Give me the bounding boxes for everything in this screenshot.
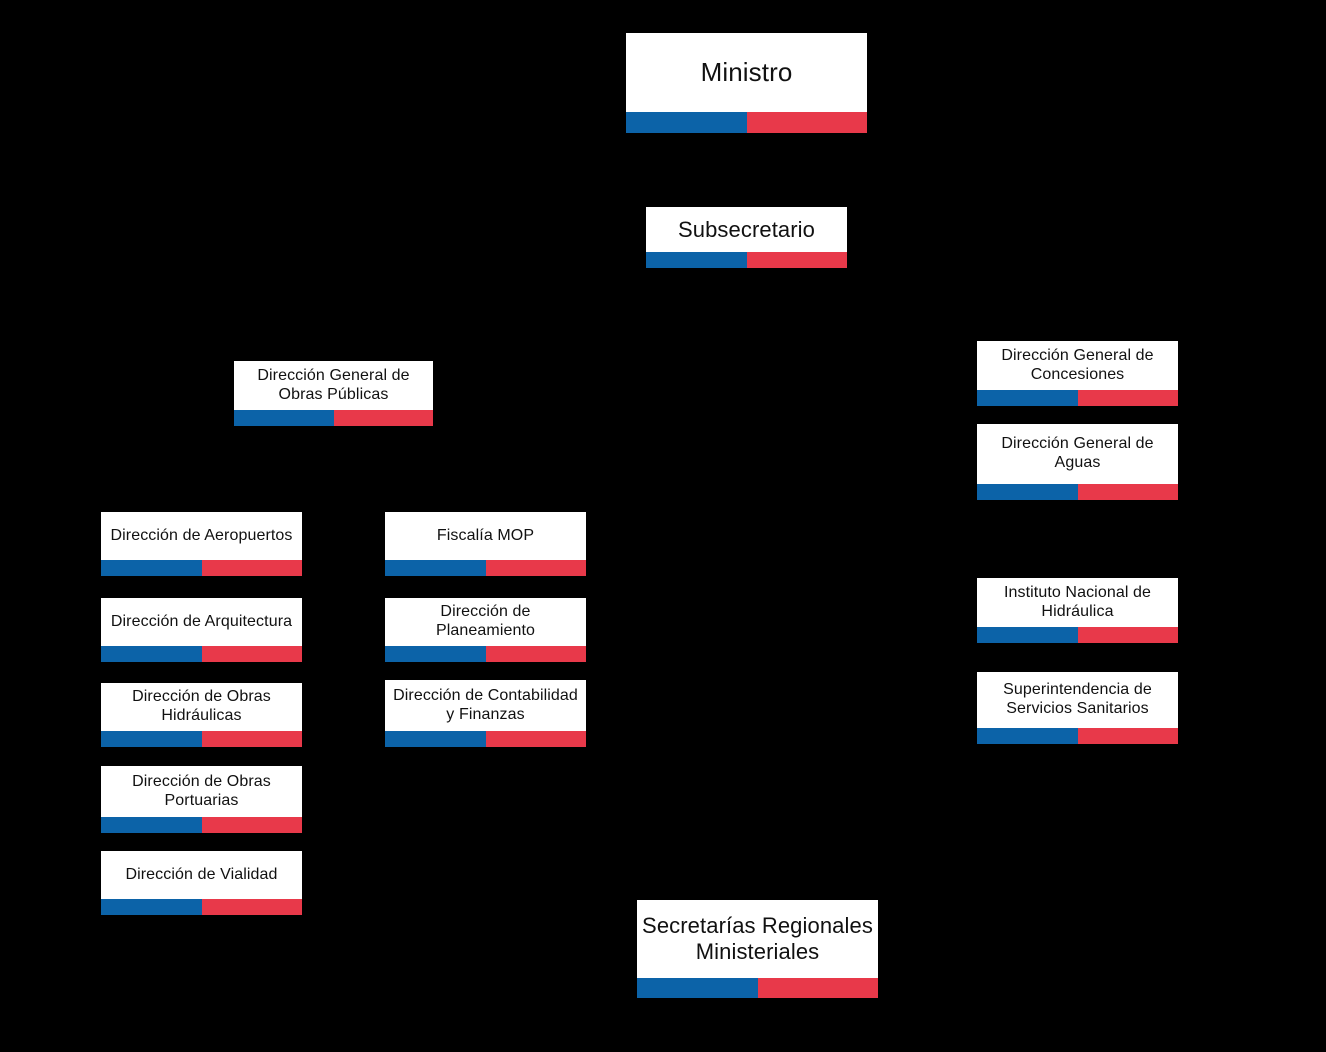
org-node-direccion-vialidad[interactable]: Dirección de Vialidad	[101, 851, 302, 915]
flag-bar-superintendencia-servicios-sanitarios	[977, 728, 1178, 744]
flag-blue-segment-icon	[646, 252, 747, 268]
flag-bar-direccion-obras-hidraulicas	[101, 731, 302, 747]
org-node-direccion-general-concesiones[interactable]: Dirección General de Concesiones	[977, 341, 1178, 406]
org-node-subsecretario[interactable]: Subsecretario	[646, 207, 847, 268]
flag-bar-direccion-general-obras-publicas	[234, 410, 433, 426]
flag-bar-fiscalia-mop	[385, 560, 586, 576]
org-node-fiscalia-mop[interactable]: Fiscalía MOP	[385, 512, 586, 576]
org-node-label-direccion-obras-portuarias: Dirección de Obras Portuarias	[132, 772, 271, 809]
org-node-direccion-general-aguas[interactable]: Dirección General de Aguas	[977, 424, 1178, 500]
org-node-direccion-general-obras-publicas[interactable]: Dirección General de Obras Públicas	[234, 361, 433, 426]
flag-red-segment-icon	[485, 560, 586, 576]
org-node-label-ministro: Ministro	[700, 57, 793, 88]
org-node-label-direccion-general-aguas: Dirección General de Aguas	[1001, 435, 1154, 471]
flag-bar-direccion-general-concesiones	[977, 390, 1178, 406]
org-node-label-instituto-nacional-hidraulica: Instituto Nacional de Hidráulica	[1003, 583, 1152, 620]
flag-red-segment-icon	[1077, 390, 1178, 406]
flag-bar-secretarias-regionales-ministeriales	[637, 978, 878, 998]
org-node-label-superintendencia-servicios-sanitarios: Superintendencia de Servicios Sanitarios	[1003, 681, 1152, 717]
org-node-direccion-aeropuertos[interactable]: Dirección de Aeropuertos	[101, 512, 302, 576]
flag-blue-segment-icon	[101, 899, 202, 915]
flag-blue-segment-icon	[101, 731, 202, 747]
org-node-label-direccion-arquitectura: Dirección de Arquitectura	[110, 612, 293, 630]
org-node-label-secretarias-regionales-ministeriales: Secretarías Regionales Ministeriales	[642, 913, 873, 964]
org-node-label-direccion-general-concesiones: Dirección General de Concesiones	[1001, 346, 1154, 383]
flag-red-segment-icon	[201, 817, 302, 833]
flag-red-segment-icon	[201, 899, 302, 915]
flag-bar-direccion-obras-portuarias	[101, 817, 302, 833]
flag-blue-segment-icon	[385, 731, 486, 747]
flag-blue-segment-icon	[101, 817, 202, 833]
flag-red-segment-icon	[201, 560, 302, 576]
org-node-label-direccion-aeropuertos: Dirección de Aeropuertos	[110, 526, 293, 544]
org-node-direccion-obras-hidraulicas[interactable]: Dirección de Obras Hidráulicas	[101, 683, 302, 747]
flag-blue-segment-icon	[101, 560, 202, 576]
org-node-label-direccion-contabilidad-finanzas: Dirección de Contabilidad y Finanzas	[393, 686, 578, 723]
flag-bar-ministro	[626, 112, 867, 133]
flag-red-segment-icon	[746, 112, 867, 133]
org-node-label-fiscalia-mop: Fiscalía MOP	[436, 526, 535, 544]
org-node-direccion-planeamiento[interactable]: Dirección de Planeamiento	[385, 598, 586, 662]
flag-red-segment-icon	[333, 410, 433, 426]
org-node-direccion-obras-portuarias[interactable]: Dirección de Obras Portuarias	[101, 766, 302, 833]
flag-blue-segment-icon	[977, 627, 1078, 643]
flag-bar-direccion-contabilidad-finanzas	[385, 731, 586, 747]
flag-blue-segment-icon	[234, 410, 334, 426]
org-node-ministro[interactable]: Ministro	[626, 33, 867, 133]
flag-red-segment-icon	[1077, 728, 1178, 744]
org-node-direccion-arquitectura[interactable]: Dirección de Arquitectura	[101, 598, 302, 662]
flag-blue-segment-icon	[977, 390, 1078, 406]
org-node-direccion-contabilidad-finanzas[interactable]: Dirección de Contabilidad y Finanzas	[385, 680, 586, 747]
flag-blue-segment-icon	[101, 646, 202, 662]
flag-red-segment-icon	[485, 646, 586, 662]
flag-blue-segment-icon	[385, 560, 486, 576]
flag-bar-direccion-planeamiento	[385, 646, 586, 662]
flag-blue-segment-icon	[637, 978, 758, 998]
flag-blue-segment-icon	[385, 646, 486, 662]
flag-bar-direccion-vialidad	[101, 899, 302, 915]
flag-bar-direccion-aeropuertos	[101, 560, 302, 576]
flag-blue-segment-icon	[977, 484, 1078, 500]
flag-red-segment-icon	[201, 731, 302, 747]
flag-red-segment-icon	[201, 646, 302, 662]
flag-bar-direccion-arquitectura	[101, 646, 302, 662]
org-node-label-direccion-vialidad: Dirección de Vialidad	[125, 865, 278, 883]
flag-bar-instituto-nacional-hidraulica	[977, 627, 1178, 643]
org-node-label-subsecretario: Subsecretario	[677, 216, 816, 242]
flag-red-segment-icon	[757, 978, 878, 998]
flag-red-segment-icon	[1077, 484, 1178, 500]
org-node-instituto-nacional-hidraulica[interactable]: Instituto Nacional de Hidráulica	[977, 578, 1178, 643]
flag-bar-subsecretario	[646, 252, 847, 268]
flag-red-segment-icon	[485, 731, 586, 747]
org-node-label-direccion-planeamiento: Dirección de Planeamiento	[435, 603, 536, 639]
flag-blue-segment-icon	[977, 728, 1078, 744]
flag-red-segment-icon	[746, 252, 847, 268]
org-node-superintendencia-servicios-sanitarios[interactable]: Superintendencia de Servicios Sanitarios	[977, 672, 1178, 744]
flag-bar-direccion-general-aguas	[977, 484, 1178, 500]
org-node-label-direccion-obras-hidraulicas: Dirección de Obras Hidráulicas	[132, 688, 271, 724]
org-node-secretarias-regionales-ministeriales[interactable]: Secretarías Regionales Ministeriales	[637, 900, 878, 998]
org-node-label-direccion-general-obras-publicas: Dirección General de Obras Públicas	[257, 366, 410, 403]
flag-red-segment-icon	[1077, 627, 1178, 643]
flag-blue-segment-icon	[626, 112, 747, 133]
